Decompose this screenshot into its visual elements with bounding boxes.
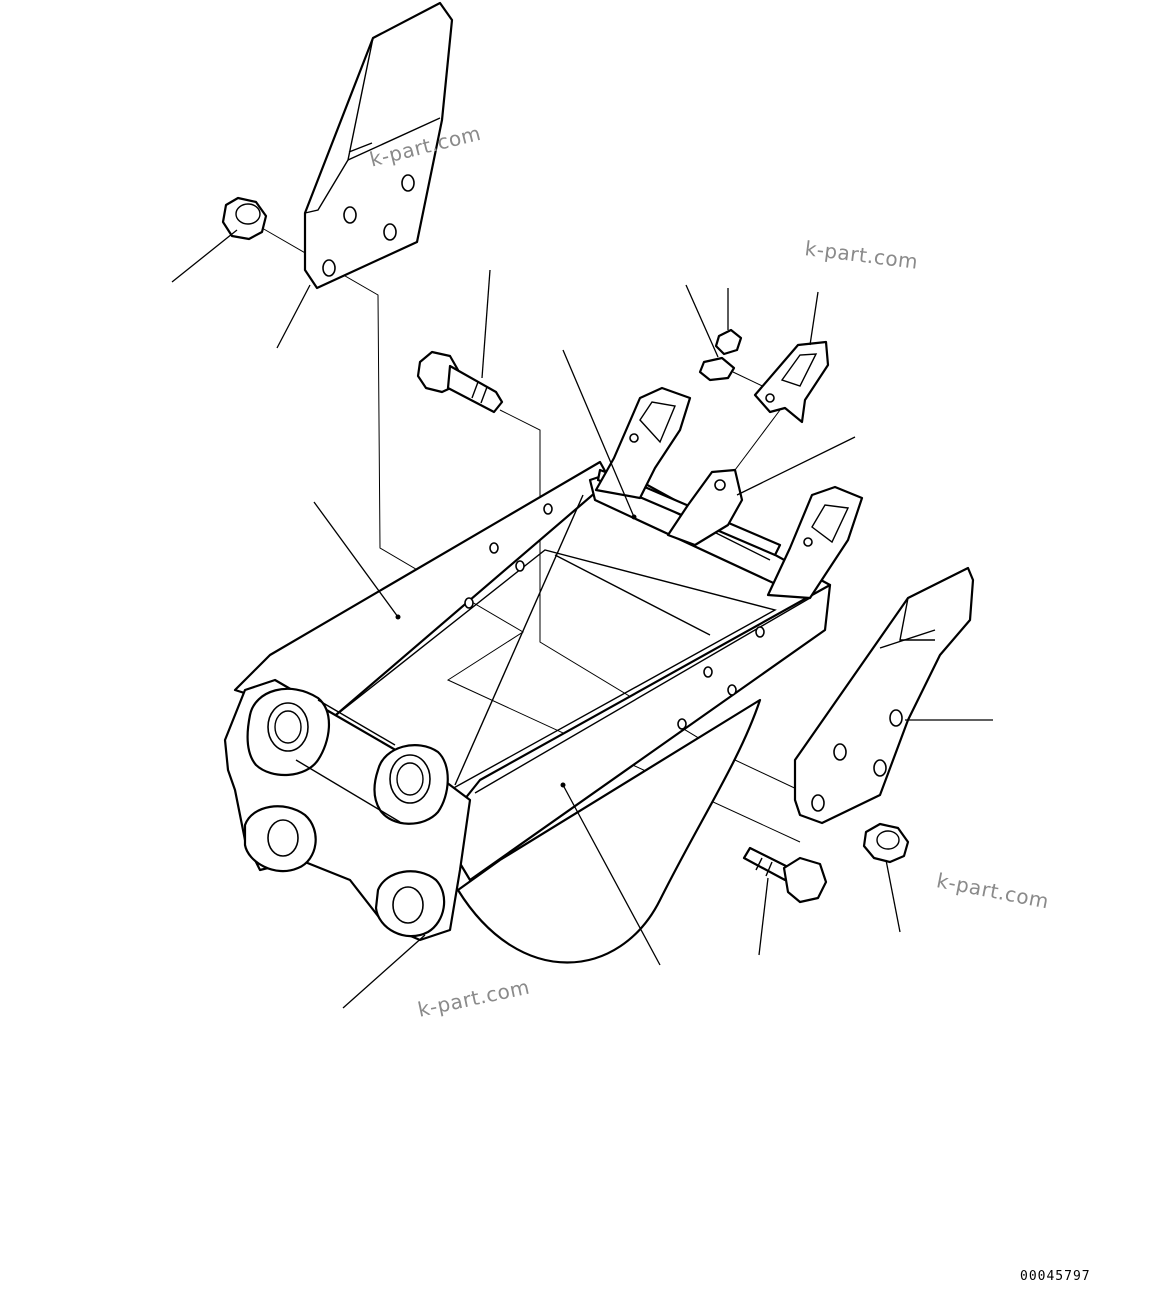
bucket-boss-bracket xyxy=(223,678,472,942)
right-nut xyxy=(862,822,910,864)
lock-rubber xyxy=(698,356,736,382)
tooth-adapter-right xyxy=(766,485,864,600)
drawing-number: 00045797 xyxy=(1020,1269,1091,1284)
leader-lines xyxy=(171,229,993,1009)
lower-bolt xyxy=(742,846,828,904)
left-nut xyxy=(221,196,268,241)
separate-tooth xyxy=(753,340,830,424)
upper-bolt xyxy=(416,350,504,414)
tooth-adapter-left xyxy=(594,386,692,500)
tooth-adapter-center xyxy=(666,468,744,547)
lock-pin xyxy=(714,328,743,356)
left-side-cutter xyxy=(303,1,454,290)
side-plate-holes xyxy=(464,503,765,730)
right-side-cutter xyxy=(793,566,975,825)
